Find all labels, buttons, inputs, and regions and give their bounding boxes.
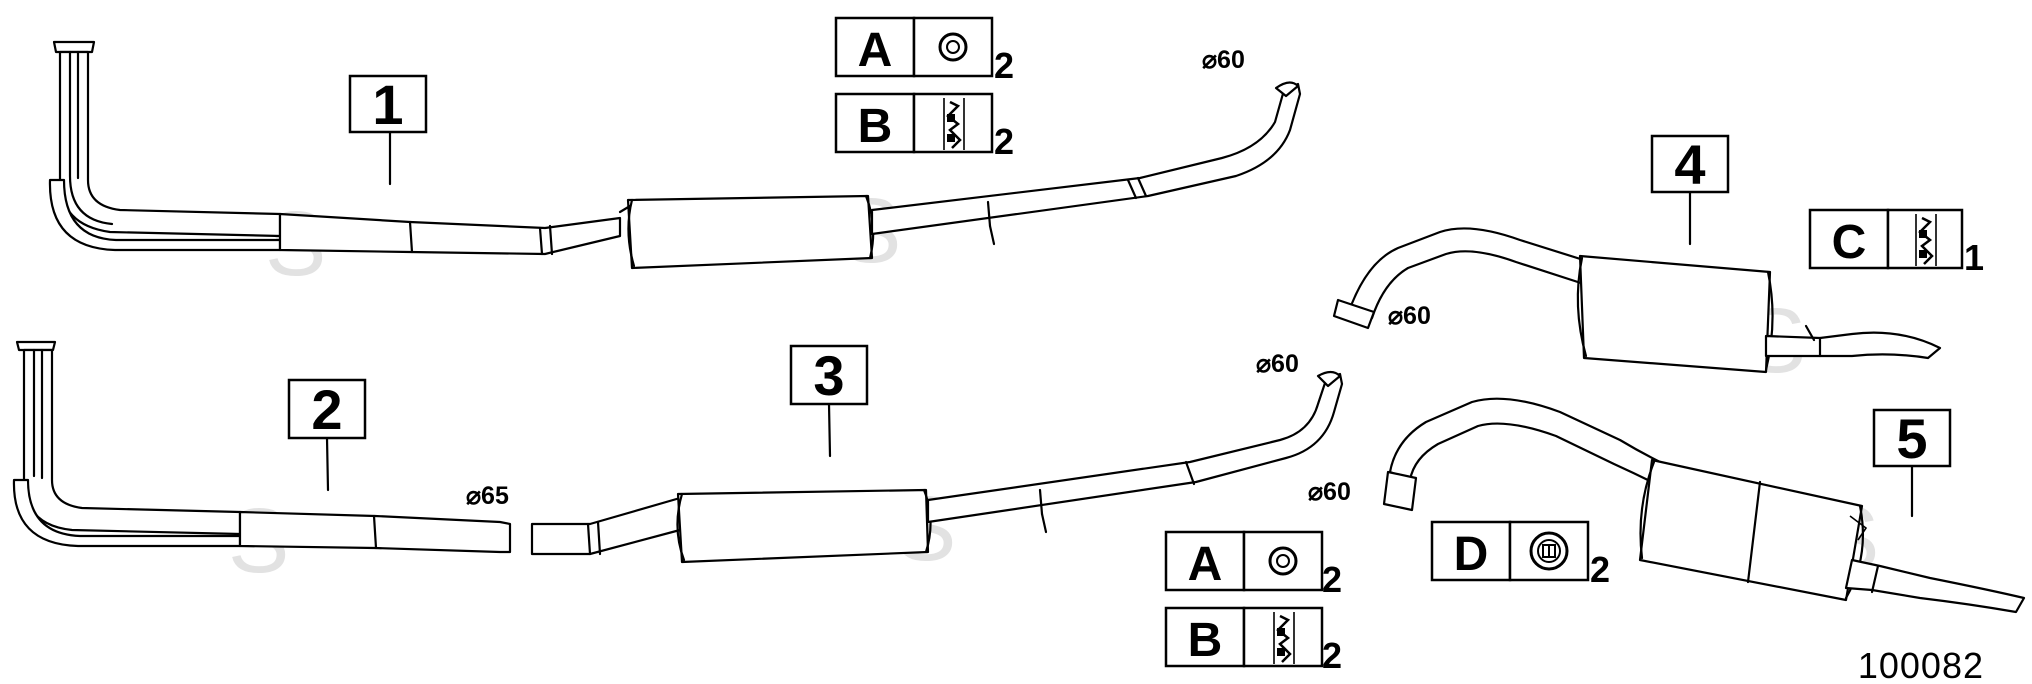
callout-4: 4	[1650, 133, 1730, 196]
legend-letter: B	[1188, 614, 1223, 667]
legend-table-top: A 2 B 2	[834, 16, 1014, 162]
dimension-label: ⌀60	[1388, 302, 1431, 330]
legend-letter: A	[858, 24, 893, 77]
hanger-clip-icon	[1915, 214, 1937, 266]
callout-number: 5	[1896, 407, 1927, 470]
hanger-clip-icon	[1273, 612, 1295, 664]
legend-letter: C	[1832, 216, 1867, 269]
clamp-ring-icon	[1529, 531, 1569, 571]
legend-quantity: 2	[994, 121, 1014, 162]
legend-letter: D	[1454, 528, 1489, 581]
rear-muffler-part-4	[1332, 227, 1942, 374]
leader-line-2	[325, 436, 330, 492]
callout-number: 1	[372, 73, 403, 136]
callout-number: 2	[311, 378, 342, 441]
callout-3: 3	[789, 344, 869, 407]
callout-1: 1	[348, 73, 428, 136]
diagram-reference-number: 100082	[1858, 645, 1984, 684]
legend-quantity: 2	[994, 45, 1014, 86]
grommet-icon	[1268, 546, 1298, 576]
callout-2: 2	[287, 378, 367, 441]
dimension-label: ⌀60	[1256, 350, 1299, 378]
legend-letter: B	[858, 100, 893, 153]
dimension-label: ⌀60	[1308, 478, 1351, 506]
exhaust-pipe-part-2	[12, 340, 512, 554]
rear-muffler-part-5	[1382, 397, 2026, 614]
leader-lines	[325, 130, 1914, 518]
legend-quantity: 2	[1590, 549, 1610, 590]
leader-line-3	[827, 402, 832, 458]
exhaust-pipe-part-1	[48, 40, 1302, 270]
exhaust-pipe-part-3	[530, 370, 1344, 564]
legend-quantity: 2	[1322, 559, 1342, 600]
dimension-label: ⌀60	[1202, 46, 1245, 74]
legend-table-bottom: A 2 B 2	[1164, 530, 1342, 676]
legend-quantity: 1	[1964, 237, 1984, 278]
callout-number: 4	[1674, 133, 1705, 196]
hanger-clip-icon	[943, 98, 965, 150]
dimension-label: ⌀65	[466, 482, 509, 510]
legend-letter: A	[1188, 538, 1223, 591]
callout-number: 3	[813, 344, 844, 407]
legend-quantity: 2	[1322, 635, 1342, 676]
callout-5: 5	[1872, 407, 1952, 470]
legend-table-d: D 2	[1430, 520, 1610, 590]
grommet-icon	[938, 32, 968, 62]
legend-table-c: C 1	[1808, 208, 1984, 278]
